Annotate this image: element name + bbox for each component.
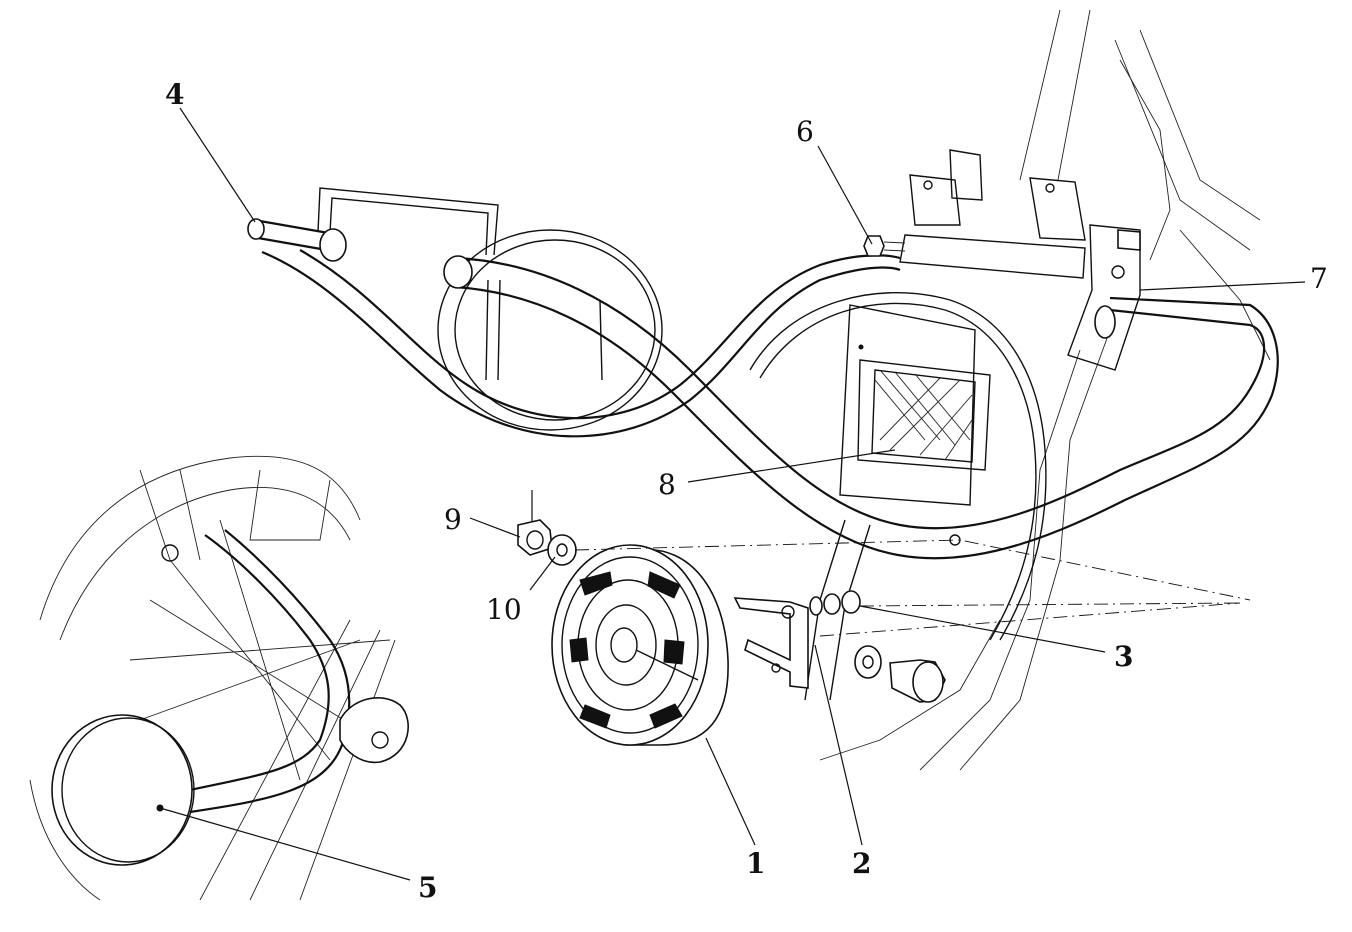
fasteners (517, 519, 961, 703)
leader-1 (705, 737, 756, 846)
front-fork-background (819, 9, 1271, 771)
callout-10: 10 (486, 593, 522, 626)
leader-9 (469, 517, 521, 538)
leader-2 (814, 644, 863, 846)
leader-7 (1139, 281, 1306, 291)
mount-bracket (863, 149, 1141, 371)
reflector (839, 304, 991, 506)
assembly-axis-lines (574, 539, 1251, 637)
callout-2: 2 (852, 847, 871, 880)
horn (551, 544, 729, 746)
headlamp-shell (437, 229, 663, 431)
leader-3 (859, 605, 1106, 653)
callout-9: 9 (444, 503, 462, 536)
leader-lines (159, 107, 1306, 881)
leader-6 (817, 145, 873, 245)
horn-bracket (733, 597, 809, 689)
leader-4 (179, 107, 256, 223)
callout-5: 5 (418, 871, 437, 904)
callout-4: 4 (165, 78, 184, 111)
leader-10 (529, 556, 556, 591)
callout-3: 3 (1114, 640, 1133, 673)
callout-labels: 1 2 3 4 5 6 7 8 9 10 (165, 78, 1328, 904)
callout-8: 8 (658, 468, 676, 501)
callout-1: 1 (746, 847, 765, 880)
plate-bracket (317, 187, 499, 256)
callout-7: 7 (1310, 262, 1328, 295)
leader-5 (159, 807, 411, 881)
leader-8 (687, 449, 896, 483)
inset-wheel (29, 455, 409, 901)
crash-bar (247, 218, 1279, 560)
callout-6: 6 (796, 115, 814, 148)
